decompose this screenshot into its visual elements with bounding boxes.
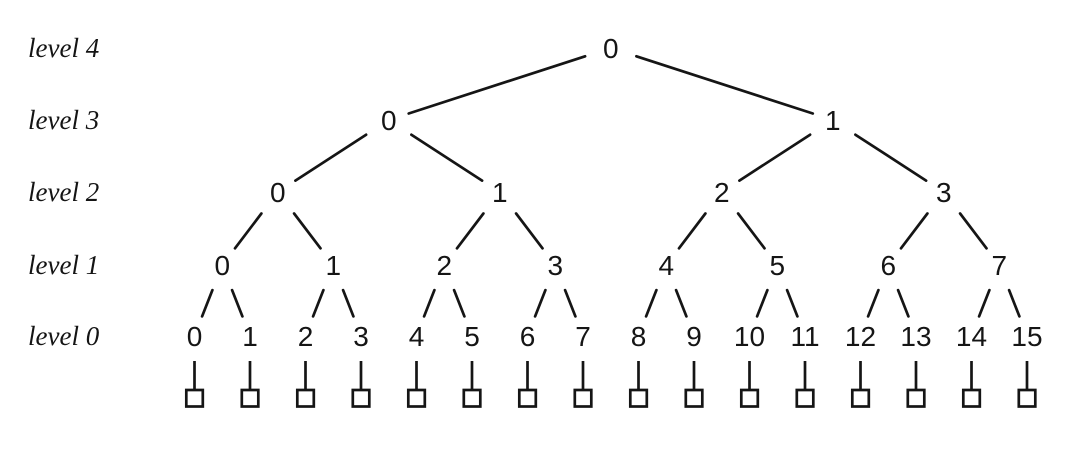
leaf-box-icon <box>462 388 482 408</box>
tree-edge <box>977 288 991 318</box>
tree-node: 4 <box>658 250 674 281</box>
leaf-box-icon <box>961 388 982 408</box>
tree-edge <box>292 212 322 250</box>
tree-node: 1 <box>825 105 841 136</box>
tree-node: 7 <box>575 321 591 352</box>
tree-edge <box>674 288 688 318</box>
leaf-box-icon <box>684 388 704 408</box>
tree-edge <box>230 288 244 318</box>
leaf-box-icon <box>1017 388 1037 408</box>
tree-node: 11 <box>790 321 819 352</box>
leaf-box-icon <box>240 388 260 408</box>
tree-edge <box>311 288 325 318</box>
tree-node: 3 <box>936 177 952 208</box>
leaf-box-icon <box>517 388 538 408</box>
tree-node: 2 <box>298 321 314 352</box>
tree-node: 6 <box>880 250 896 281</box>
level-4-label: level 4 <box>28 33 100 63</box>
tree-node: 0 <box>187 321 203 352</box>
tree-node: 6 <box>520 321 536 352</box>
tree-node: 5 <box>769 250 785 281</box>
tree-node: 8 <box>631 321 647 352</box>
tree-edge <box>755 288 769 318</box>
level-2-label: level 2 <box>28 177 100 207</box>
tree-edge <box>422 288 436 318</box>
tree-edge <box>677 212 707 250</box>
tree-node: 2 <box>714 177 730 208</box>
tree-edge <box>958 212 988 250</box>
tree-node: 0 <box>214 250 230 281</box>
tree-edge <box>410 133 484 182</box>
tree-node: 14 <box>956 321 987 352</box>
tree-node: 7 <box>991 250 1007 281</box>
leaf-box-icon <box>406 388 427 408</box>
tree-edge <box>341 288 355 318</box>
leaf-box-icon <box>184 388 205 408</box>
tree-node: 0 <box>381 105 397 136</box>
level-0-label: level 0 <box>28 321 100 351</box>
tree-edge <box>455 212 485 250</box>
leaf-box-icon <box>739 388 760 408</box>
tree-edge <box>294 133 368 182</box>
leaf-box-icon <box>906 388 926 408</box>
tree-edge <box>738 133 812 182</box>
tree-edge <box>452 288 466 318</box>
leaf-box-icon <box>351 388 371 408</box>
leaf-box-icon <box>573 388 593 408</box>
tree-node: 13 <box>900 321 931 352</box>
tree-node: 0 <box>270 177 286 208</box>
tree-edge <box>200 288 214 318</box>
tree-node: 3 <box>547 250 563 281</box>
level-1-label: level 1 <box>28 250 100 280</box>
tree-edge <box>854 133 928 182</box>
tree-node: 2 <box>436 250 452 281</box>
tree-edge <box>866 288 880 318</box>
tree-edge <box>1007 288 1021 318</box>
leaf-box-icon <box>795 388 815 408</box>
tree-edge <box>407 54 587 115</box>
tree-node: 1 <box>492 177 508 208</box>
tree-edge <box>644 288 658 318</box>
tree-node: 9 <box>686 321 702 352</box>
tree-edge <box>896 288 910 318</box>
tree-node: 5 <box>464 321 480 352</box>
tree-node: 3 <box>353 321 369 352</box>
tree-edge <box>736 212 766 250</box>
tree-edge <box>514 212 544 250</box>
tree-node: 10 <box>734 321 765 352</box>
leaf-box-icon <box>295 388 316 408</box>
tree-node: 1 <box>242 321 258 352</box>
tree-node: 12 <box>845 321 876 352</box>
leaf-box-icon <box>628 388 649 408</box>
tree-edge <box>533 288 547 318</box>
level-3-label: level 3 <box>28 105 100 135</box>
tree-edge <box>899 212 929 250</box>
tree-node: 4 <box>409 321 425 352</box>
tree-edge <box>233 212 263 250</box>
leaf-box-icon <box>850 388 871 408</box>
tree-node: 0 <box>603 33 619 64</box>
tree-edge <box>785 288 799 318</box>
tree-node: 1 <box>325 250 341 281</box>
tree-edge <box>635 54 815 115</box>
tree-node: 15 <box>1011 321 1042 352</box>
tree-edge <box>563 288 577 318</box>
